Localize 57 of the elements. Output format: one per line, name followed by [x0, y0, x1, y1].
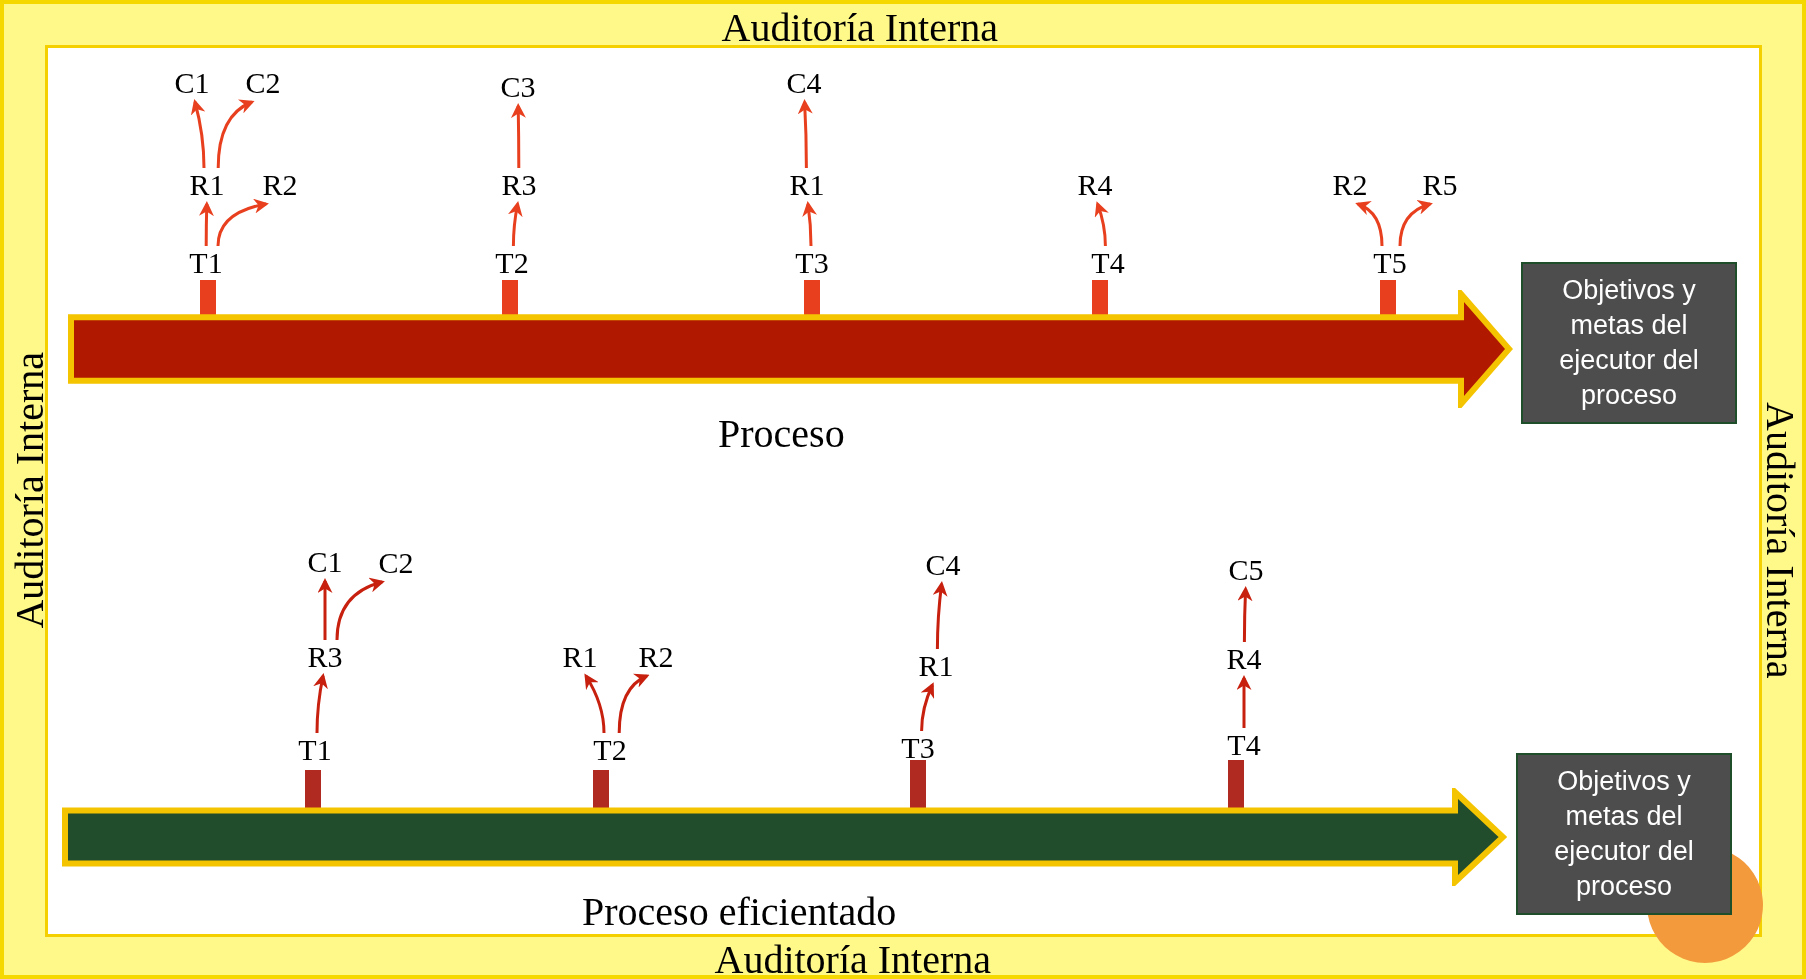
step-label: C2: [238, 66, 288, 100]
step-label: R3: [300, 640, 350, 674]
step-label: T4: [1083, 246, 1133, 280]
arrow: [584, 673, 606, 734]
arrow: [802, 201, 818, 246]
side-label: Auditoría Interna: [1760, 401, 1800, 679]
step-label: R1: [182, 168, 232, 202]
arrow: [920, 682, 935, 732]
step-label: R1: [555, 640, 605, 674]
step-label: R4: [1070, 168, 1120, 202]
step-label: T2: [585, 733, 635, 767]
step-label: T2: [487, 246, 537, 280]
step-label: C5: [1221, 553, 1271, 587]
side-label: Auditoría Interna: [721, 8, 999, 48]
goal-box: Objetivos y metas del ejecutor del proceso: [1521, 262, 1737, 424]
arrow: [335, 578, 385, 641]
step-label: T4: [1219, 728, 1269, 762]
arrow: [216, 199, 269, 247]
step-label: R4: [1219, 642, 1269, 676]
step-label: R2: [255, 168, 305, 202]
arrow: [317, 578, 333, 640]
step-label: R1: [911, 649, 961, 683]
step-label: R2: [631, 640, 681, 674]
step-label: T3: [787, 246, 837, 280]
arrow: [1398, 200, 1433, 247]
arrow: [1094, 201, 1109, 247]
arrow: [510, 103, 526, 168]
step-label: R2: [1325, 168, 1375, 202]
arrow: [313, 673, 328, 733]
step-label: R5: [1415, 168, 1465, 202]
process-label: Proceso: [718, 414, 845, 454]
step-label: R1: [782, 168, 832, 202]
step-label: C1: [300, 545, 350, 579]
arrow: [216, 100, 255, 169]
step-label: T1: [290, 733, 340, 767]
arrow: [198, 201, 214, 246]
side-label: Auditoría Interna: [714, 940, 992, 979]
step-label: C3: [493, 70, 543, 104]
arrow: [1355, 201, 1384, 247]
step-label: R3: [494, 168, 544, 202]
step-label: T1: [181, 246, 231, 280]
arrow: [932, 581, 948, 649]
arrow: [617, 674, 650, 734]
step-label: C2: [371, 546, 421, 580]
step-label: C4: [918, 548, 968, 582]
step-label: T3: [893, 731, 943, 765]
arrow: [190, 99, 206, 168]
goal-box: Objetivos y metas del ejecutor del proceso: [1516, 753, 1732, 915]
step-label: C1: [167, 66, 217, 100]
arrow: [797, 99, 813, 168]
process-label: Proceso eficientado: [582, 892, 897, 932]
step-label: T5: [1365, 246, 1415, 280]
arrow: [1236, 675, 1252, 728]
arrow: [508, 201, 523, 246]
arrow: [1237, 586, 1253, 642]
step-label: C4: [779, 66, 829, 100]
side-label: Auditoría Interna: [10, 351, 50, 629]
